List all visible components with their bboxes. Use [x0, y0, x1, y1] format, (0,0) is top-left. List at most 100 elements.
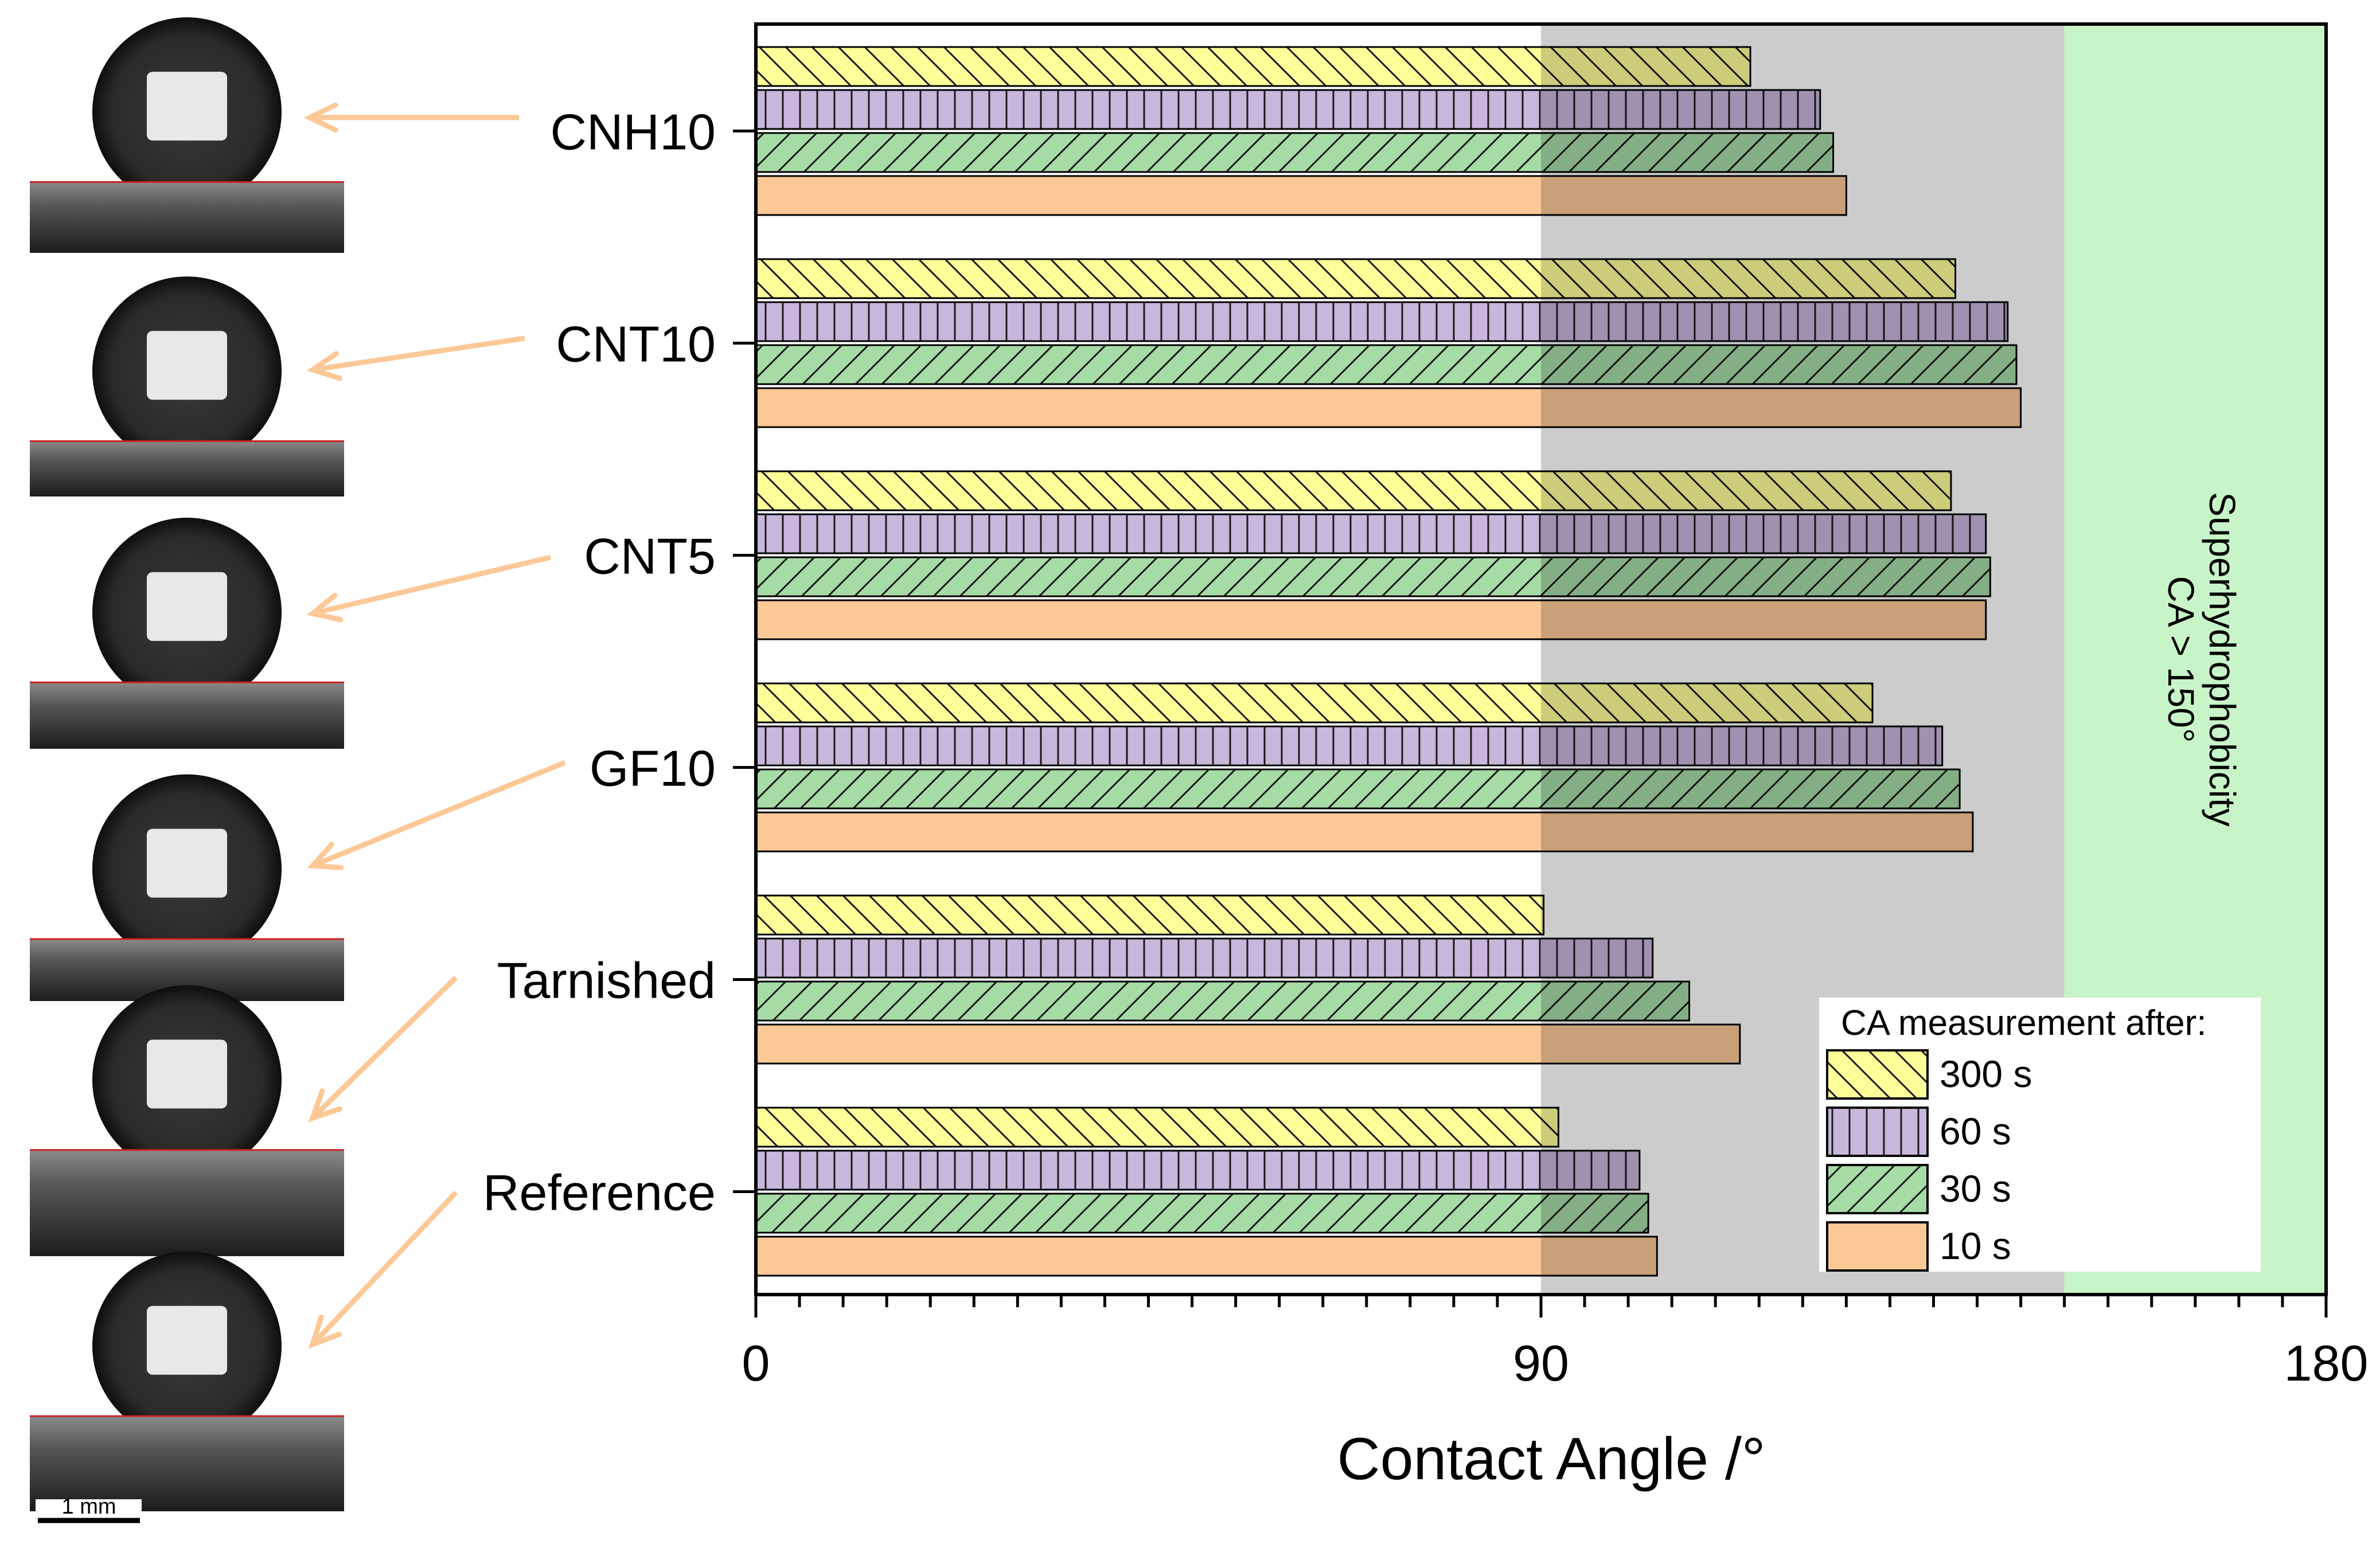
bar-shade — [1541, 982, 1690, 1021]
pointer-arrows — [303, 102, 566, 1349]
droplet-photo — [30, 517, 344, 749]
arrow-head — [307, 842, 344, 870]
droplet-photo-column: 1 mm — [30, 17, 344, 1528]
category-label-GF10: GF10 — [590, 740, 716, 797]
bar-fill — [756, 1237, 1657, 1276]
bar-shade — [1541, 726, 1942, 765]
bar-CNT5-10s — [755, 599, 1987, 640]
bar-CNT10-30s — [755, 344, 2018, 385]
category-label-Tarnished: Tarnished — [497, 952, 716, 1009]
bar-shade — [1541, 1025, 1740, 1064]
bar-shade — [1541, 514, 1986, 553]
legend-swatch-hatch — [1827, 1108, 1928, 1156]
bar-hatch — [756, 1194, 1649, 1233]
arrow-head — [306, 592, 344, 623]
droplet-highlight — [147, 72, 227, 141]
legend-swatch-outline — [1826, 1164, 1929, 1214]
bar-Reference-30s — [755, 1193, 1649, 1234]
pointer-arrow — [306, 554, 552, 623]
bar-hatch — [756, 47, 1751, 86]
bar-fill — [756, 812, 1973, 851]
bar-Tarnished-30s — [755, 980, 1691, 1022]
bar-hatch — [756, 939, 1653, 978]
x-tick-label-0: 0 — [742, 1335, 770, 1391]
bar-shade — [1541, 683, 1873, 722]
x-tick-label-180: 180 — [2284, 1335, 2369, 1391]
bar-GF10-30s — [755, 768, 1961, 810]
droplet-highlight — [147, 828, 227, 898]
pointer-arrow — [308, 975, 458, 1123]
legend-item-300s: 300 s — [1826, 1049, 2032, 1100]
bar-shade — [1541, 176, 1847, 215]
substrate — [30, 1416, 344, 1511]
background-regions — [1541, 24, 2326, 1295]
bar-marks — [755, 46, 2022, 1277]
droplet-highlight — [147, 331, 227, 400]
arrow-shaft — [311, 554, 552, 616]
scale-bar-label: 1 mm — [62, 1495, 116, 1519]
category-label-Reference: Reference — [483, 1164, 716, 1221]
bar-CNT5-300s — [755, 470, 1952, 511]
droplet-highlight — [147, 1305, 227, 1375]
bar-shade — [1541, 1108, 1559, 1147]
bar-shade — [1541, 1237, 1657, 1276]
legend-swatch-outline — [1826, 1107, 1929, 1157]
bar-shade — [1541, 133, 1833, 172]
arrow-head — [306, 351, 343, 381]
legend-label: 60 s — [1940, 1110, 2011, 1152]
pointer-arrow — [308, 1190, 458, 1349]
bar-shade — [1541, 769, 1960, 808]
bar-hatch — [756, 471, 1951, 510]
bar-CNT10-300s — [755, 258, 1957, 299]
bar-hatch — [756, 1151, 1640, 1190]
bar-Tarnished-60s — [755, 937, 1654, 979]
legend-item-60s: 60 s — [1826, 1107, 2011, 1157]
arrow-head — [308, 1314, 342, 1349]
droplet-highlight — [147, 572, 227, 641]
arrow-shaft — [310, 1190, 458, 1347]
bar-hatch — [756, 259, 1956, 298]
legend-item-30s: 30 s — [1826, 1164, 2011, 1214]
bar-fill — [756, 388, 2021, 427]
bar-hatch — [756, 302, 2008, 341]
droplet-photo — [30, 1251, 344, 1511]
bar-shade — [1541, 302, 2008, 341]
droplet-photo — [30, 774, 344, 1001]
arrow-shaft — [311, 760, 566, 869]
region-label-line: CA > 150° — [2160, 576, 2202, 743]
bar-hatch — [756, 90, 1820, 129]
bar-shade — [1541, 939, 1653, 978]
pointer-arrow — [303, 102, 519, 133]
bar-CNH10-10s — [755, 175, 1847, 216]
bar-CNT10-60s — [755, 301, 2009, 342]
bar-GF10-60s — [755, 725, 1944, 767]
bar-shade — [1541, 896, 1544, 935]
bar-hatch — [756, 683, 1873, 722]
legend-swatch — [1827, 1222, 1928, 1271]
bar-shade — [1541, 600, 1986, 639]
bar-shade — [1541, 388, 2021, 427]
region-label-line: Superhydrophobicity — [2202, 492, 2243, 826]
bar-shade — [1541, 90, 1820, 129]
bar-Reference-300s — [755, 1107, 1559, 1148]
substrate — [30, 682, 344, 749]
bar-CNT10-10s — [755, 387, 2022, 428]
bar-shade — [1541, 471, 1951, 510]
legend-label: 30 s — [1940, 1167, 2011, 1210]
arrow-head — [303, 102, 338, 133]
droplet-photo — [30, 17, 344, 253]
bar-CNH10-30s — [755, 132, 1835, 173]
superhydrophobicity-label: SuperhydrophobicityCA > 150° — [2160, 492, 2243, 826]
bar-hatch — [756, 982, 1690, 1021]
bar-shade — [1541, 557, 1991, 596]
bar-hatch — [756, 133, 1833, 172]
bar-CNH10-60s — [755, 89, 1821, 130]
bar-CNT5-30s — [755, 556, 1991, 597]
bar-hatch — [756, 557, 1991, 596]
bar-hatch — [756, 1108, 1559, 1147]
droplet-photo — [30, 275, 344, 497]
bar-hatch — [756, 769, 1960, 808]
